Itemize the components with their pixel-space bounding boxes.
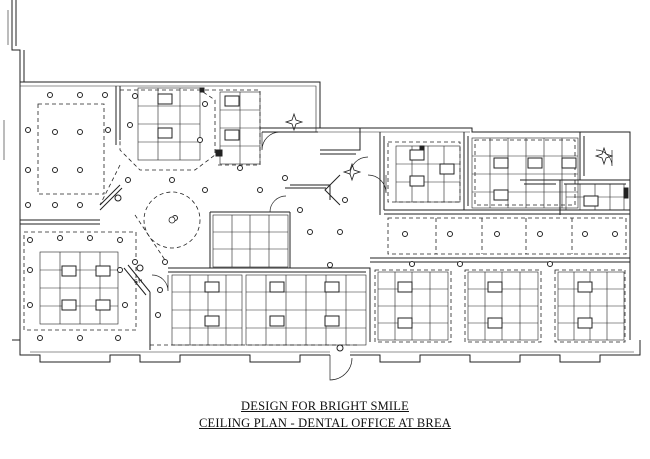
grid-exam-top-right [219,91,261,165]
drawing-subtitle: CEILING PLAN - DENTAL OFFICE AT BREA [198,416,452,430]
soffit-waiting-room [37,103,105,195]
entry-door [329,355,353,381]
downlights [25,92,618,341]
symbol-label: S/H [134,279,143,285]
grid-bottom-right1 [377,271,449,341]
symbols [114,87,629,352]
grid-exam-top-left [137,87,201,161]
round-ceiling-feature [143,191,201,249]
grid-top-right-wide [471,137,579,209]
doors [151,131,613,381]
grid-top-right-room [395,145,461,203]
drawing-title: DESIGN FOR BRIGHT SMILE [241,399,409,413]
star-fixtures [284,112,614,182]
grid-bottom-left [39,251,119,325]
grid-center [212,214,289,268]
exterior-wall-bottom [19,340,641,363]
grid-bottom-mid2 [245,274,367,346]
light-fixtures [61,93,599,329]
grid-bottom-right2 [467,271,539,341]
exterior-wall-left [11,0,25,341]
exterior-wall-top [20,81,631,340]
